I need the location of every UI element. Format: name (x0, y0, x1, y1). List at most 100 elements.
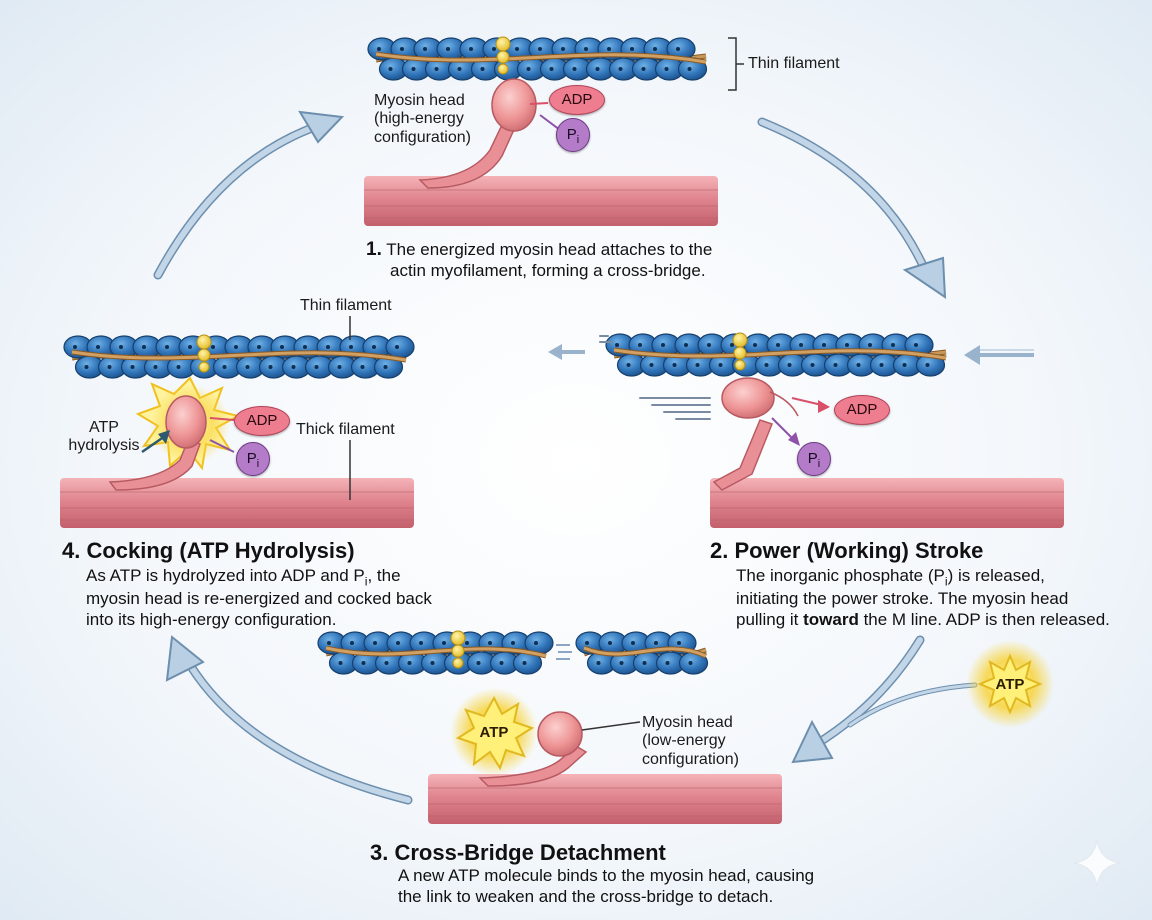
actin-bead-dot (572, 67, 577, 71)
step2-caption-line1-a: The inorganic phosphate (P (736, 566, 945, 585)
actin-bead-dot (584, 47, 588, 51)
actin-bead-dot (665, 661, 670, 665)
step1-caption-line2: actin myofilament, forming a cross-bridg… (390, 261, 706, 281)
step3-myosin-label-line2: (low-energy (642, 732, 726, 750)
actin-bead-dot (119, 345, 123, 349)
step2-pi-badge: Pi (797, 442, 831, 476)
step1-pi-badge: Pi (556, 118, 590, 152)
actin-bead-dot (245, 365, 250, 369)
step2-caption-line1-sub: i (944, 574, 948, 589)
step4-thin-filament-label: Thin filament (300, 297, 392, 314)
step1-pi-base: P (566, 126, 577, 143)
actin-bead-dot (372, 345, 376, 349)
actin-bead (385, 335, 415, 359)
actin-bead-dot (687, 67, 692, 71)
actin-bead-dot (822, 343, 826, 347)
step2-pi-sub: i (817, 458, 821, 470)
tropomyosin-strand (583, 646, 707, 658)
actin-bead-dot (338, 661, 343, 665)
step3-atp-burst (450, 688, 538, 776)
step2-atp-label: ATP (995, 676, 1025, 693)
actin-bead-dot (395, 345, 399, 349)
actin-bead-dot (641, 67, 646, 71)
actin-bead-dot (730, 343, 734, 347)
troponin (197, 348, 211, 362)
actin-bead-dot (349, 345, 353, 349)
actin-bead-dot (787, 363, 792, 367)
step4-caption: As ATP is hydrolyzed into ADP and Pi, th… (86, 566, 466, 631)
step4-illustration (60, 316, 415, 528)
troponin (198, 361, 210, 373)
step4-thin-filament (63, 334, 415, 379)
actin-bead-dot (222, 365, 227, 369)
troponin (733, 346, 747, 360)
troponin (450, 630, 466, 646)
actin-bead-dot (268, 365, 273, 369)
step2-adp-badge: ADP (834, 395, 890, 425)
actin-bead-dot (526, 67, 531, 71)
actin-bead-dot (396, 641, 400, 645)
actin-bead-dot (407, 661, 412, 665)
actin-bead-dot (337, 365, 342, 369)
actin-bead-dot (383, 365, 388, 369)
step4-caption-line1-a: As ATP is hydrolyzed into ADP and P (86, 566, 365, 585)
step3-illustration (317, 630, 782, 824)
step1-caption-line1: The energized myosin head attaches to th… (386, 240, 713, 259)
troponin (196, 334, 212, 350)
actin-bead-dot (361, 661, 366, 665)
step1-illustration (364, 36, 744, 226)
step2-myosin-neck (712, 419, 773, 491)
step4-caption-line1-sub: i (364, 574, 368, 589)
actin-bead-dot (96, 345, 100, 349)
actin-bead-dot (868, 343, 872, 347)
actin-bead-dot (879, 363, 884, 367)
actin-bead-dot (914, 343, 918, 347)
step1-thin-filament-label: Thin filament (748, 55, 840, 72)
actin-bead-dot (891, 343, 895, 347)
step4-myosin-neck (108, 439, 201, 491)
step4-caption-line1-b: , the (367, 566, 401, 585)
step1-myosin-label: Myosin head (high-energy configuration) (374, 92, 471, 147)
step4-atp-label-line1: ATP (89, 419, 119, 436)
actin-bead-dot (902, 363, 907, 367)
troponin (452, 657, 464, 669)
troponin (495, 36, 511, 52)
step2-caption-line1-b: ) is released, (947, 566, 1045, 585)
actin-bead-dot (314, 365, 319, 369)
actin-bead-dot (465, 641, 469, 645)
actin-bead-dot (257, 345, 261, 349)
step3-thin-filament-left (317, 630, 554, 675)
step3-filament-break-lines (556, 644, 572, 660)
actin-bead-dot (411, 67, 416, 71)
actin-bead-dot (630, 47, 634, 51)
actin-bead-dot (707, 343, 711, 347)
actin-bead-dot (585, 641, 589, 645)
actin-bead-dot (211, 345, 215, 349)
step4-caption-line3: into its high-energy configuration. (86, 610, 337, 630)
step2-myosin-head (721, 377, 775, 419)
step3-caption-line1: A new ATP molecule binds to the myosin h… (398, 866, 815, 885)
step3-myosin-label-line1: Myosin head (642, 714, 733, 731)
actin-bead-dot (654, 641, 658, 645)
step4-atp-hydrolysis-label: ATP hydrolysis (62, 419, 146, 456)
actin-bead-dot (619, 661, 624, 665)
actin-bead-dot (360, 365, 365, 369)
step2-caption-line3-b: the M line. ADP is then released. (858, 610, 1110, 630)
actin-bead-dot (377, 47, 381, 51)
actin-bead-dot (642, 661, 647, 665)
actin-bead-dot (596, 661, 601, 665)
actin-bead-dot (810, 363, 815, 367)
step1-number: 1. (366, 239, 382, 260)
actin-bead-dot (753, 343, 757, 347)
step2-atp-burst (966, 640, 1054, 728)
step4-myosin-head (165, 395, 207, 449)
step3-atp-label: ATP (479, 724, 509, 741)
sparkle-icon (1073, 839, 1121, 887)
tropomyosin-strand (325, 646, 547, 658)
step2-thin-filament (605, 332, 947, 377)
actin-bead-dot (515, 47, 519, 51)
actin-bead-dot (522, 661, 527, 665)
actin-bead-dot (73, 345, 77, 349)
troponin (451, 644, 465, 658)
